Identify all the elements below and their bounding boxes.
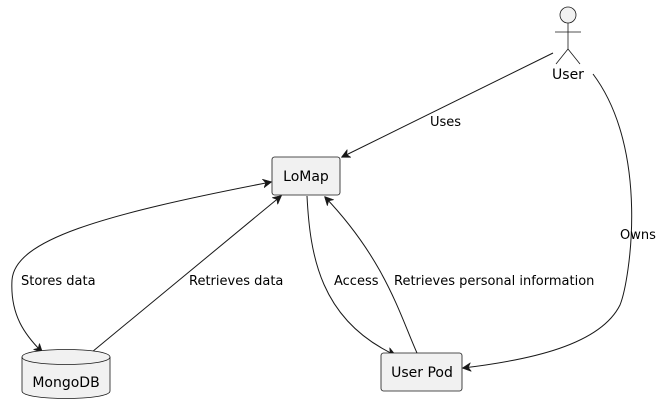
edge-label-uses: Uses [430,115,461,130]
database-icon [21,349,111,399]
edge-label-retrieves-data: Retrieves data [189,274,283,289]
edge-label-retrieves-personal: Retrieves personal information [394,274,594,289]
user-actor-label: User [552,67,584,83]
actor-icon [555,6,581,65]
edge-retrieves-personal [325,197,418,354]
edge-label-access: Access [334,274,379,289]
mongodb-node: MongoDB [21,349,111,399]
edge-retrieves-data [91,196,281,353]
lomap-node: LoMap [271,156,341,196]
edge-uses [342,52,554,157]
mongodb-node-label: MongoDB [32,375,99,391]
user-pod-node-label: User Pod [391,365,453,381]
user-actor: User [552,6,584,83]
edge-owns [463,73,633,368]
user-pod-node: User Pod [380,352,463,392]
edge-label-owns: Owns [620,228,656,243]
lomap-node-label: LoMap [283,169,329,185]
edge-label-stores-data: Stores data [21,274,96,289]
edge-stores-data [11,182,271,352]
edge-access [306,195,395,355]
